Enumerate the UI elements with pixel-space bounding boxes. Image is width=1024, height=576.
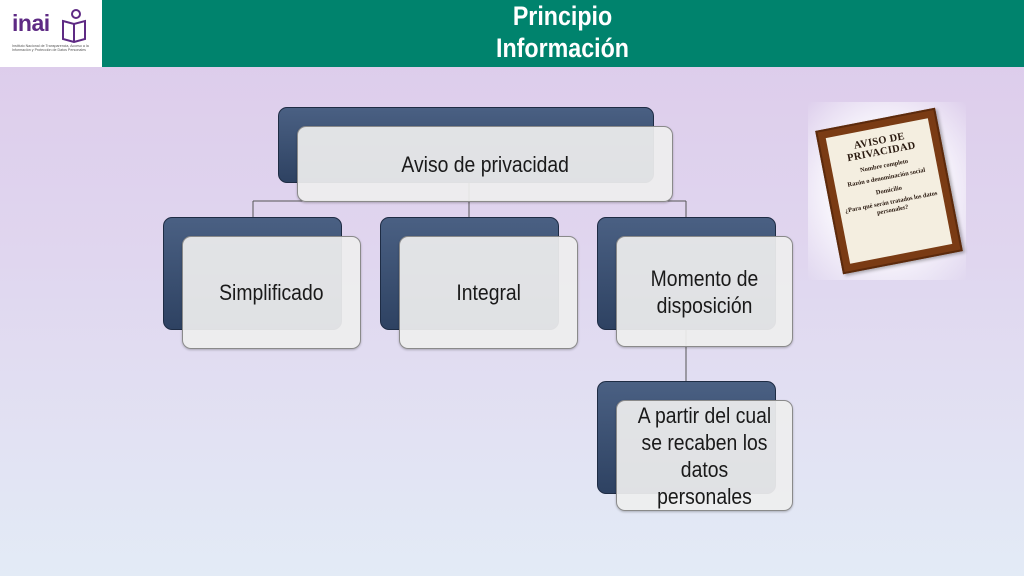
logo-subtitle: Instituto Nacional de Transparencia, Acc…	[12, 44, 89, 53]
plaque-frame: AVISO DE PRIVACIDAD Nombre completo Razó…	[815, 107, 963, 275]
page-title: Principio Información	[440, 0, 685, 64]
header-bar: inai Instituto Nacional de Transparencia…	[0, 0, 1024, 67]
node-front-card: Simplificado	[182, 236, 361, 349]
node-front-card: Integral	[399, 236, 578, 349]
title-line-1: Principio	[512, 1, 613, 31]
node-front-card: Momento de disposición	[616, 236, 793, 347]
book-person-icon	[62, 9, 86, 43]
node-label: Aviso de privacidad	[401, 151, 569, 177]
plaque-paper: AVISO DE PRIVACIDAD Nombre completo Razó…	[825, 118, 953, 264]
node-label: Simplificado	[219, 280, 324, 305]
node-front-card: Aviso de privacidad	[297, 126, 673, 202]
node-label: Integral	[456, 280, 521, 305]
title-line-2: Información	[496, 33, 629, 63]
inai-logo[interactable]: inai Instituto Nacional de Transparencia…	[0, 0, 102, 67]
logo-wordmark: inai	[12, 10, 50, 36]
node-label: A partir del cual se recaben los datos p…	[637, 402, 772, 509]
node-front-card: A partir del cual se recaben los datos p…	[616, 400, 793, 511]
node-label: Momento de disposición	[650, 265, 759, 318]
aviso-de-privacidad-image: AVISO DE PRIVACIDAD Nombre completo Razó…	[808, 102, 966, 280]
